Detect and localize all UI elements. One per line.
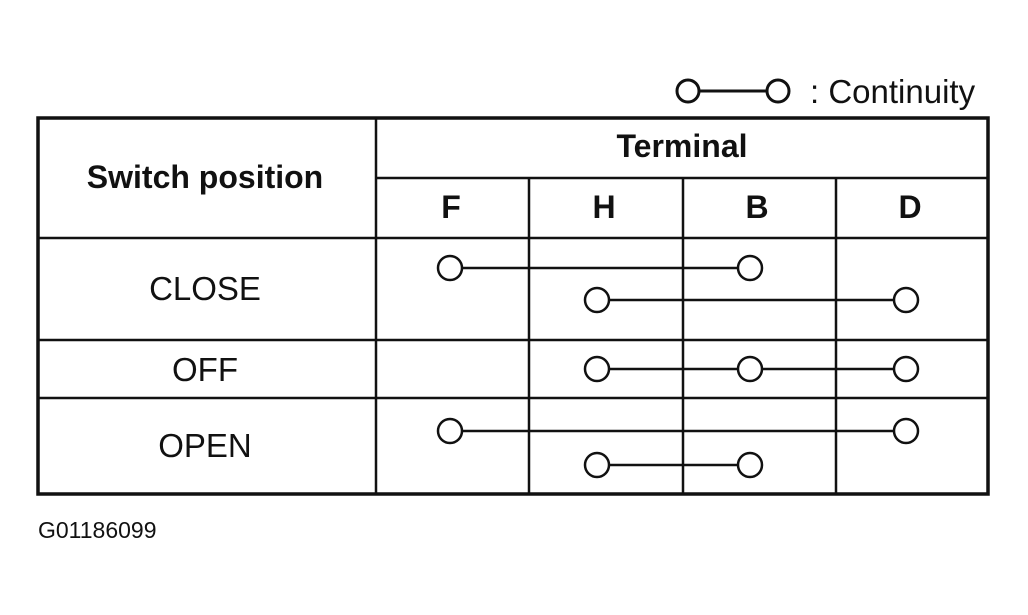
terminal-node bbox=[892, 417, 920, 445]
terminal-node bbox=[736, 254, 764, 282]
table-frame bbox=[36, 116, 990, 496]
terminal-label-h: H bbox=[592, 189, 615, 225]
terminal-node bbox=[583, 286, 611, 314]
terminal-node bbox=[736, 451, 764, 479]
terminal-label-b: B bbox=[745, 189, 768, 225]
continuity-connections bbox=[436, 254, 920, 479]
terminal-node bbox=[736, 355, 764, 383]
continuity-symbol-icon bbox=[675, 78, 791, 104]
terminal-header: Terminal bbox=[617, 128, 748, 164]
switch-position-header: Switch position bbox=[87, 159, 323, 195]
figure-code: G01186099 bbox=[38, 517, 157, 543]
terminal-node bbox=[436, 254, 464, 282]
row-label-off: OFF bbox=[172, 351, 238, 388]
terminal-label-f: F bbox=[441, 189, 461, 225]
row-label-close: CLOSE bbox=[149, 270, 261, 307]
terminal-node bbox=[892, 355, 920, 383]
terminal-node bbox=[583, 355, 611, 383]
terminal-node bbox=[436, 417, 464, 445]
terminal-label-d: D bbox=[898, 189, 921, 225]
row-label-open: OPEN bbox=[158, 427, 252, 464]
continuity-legend: : Continuity bbox=[672, 70, 1002, 114]
terminal-node bbox=[583, 451, 611, 479]
continuity-legend-label: : Continuity bbox=[810, 73, 976, 110]
terminal-node bbox=[892, 286, 920, 314]
